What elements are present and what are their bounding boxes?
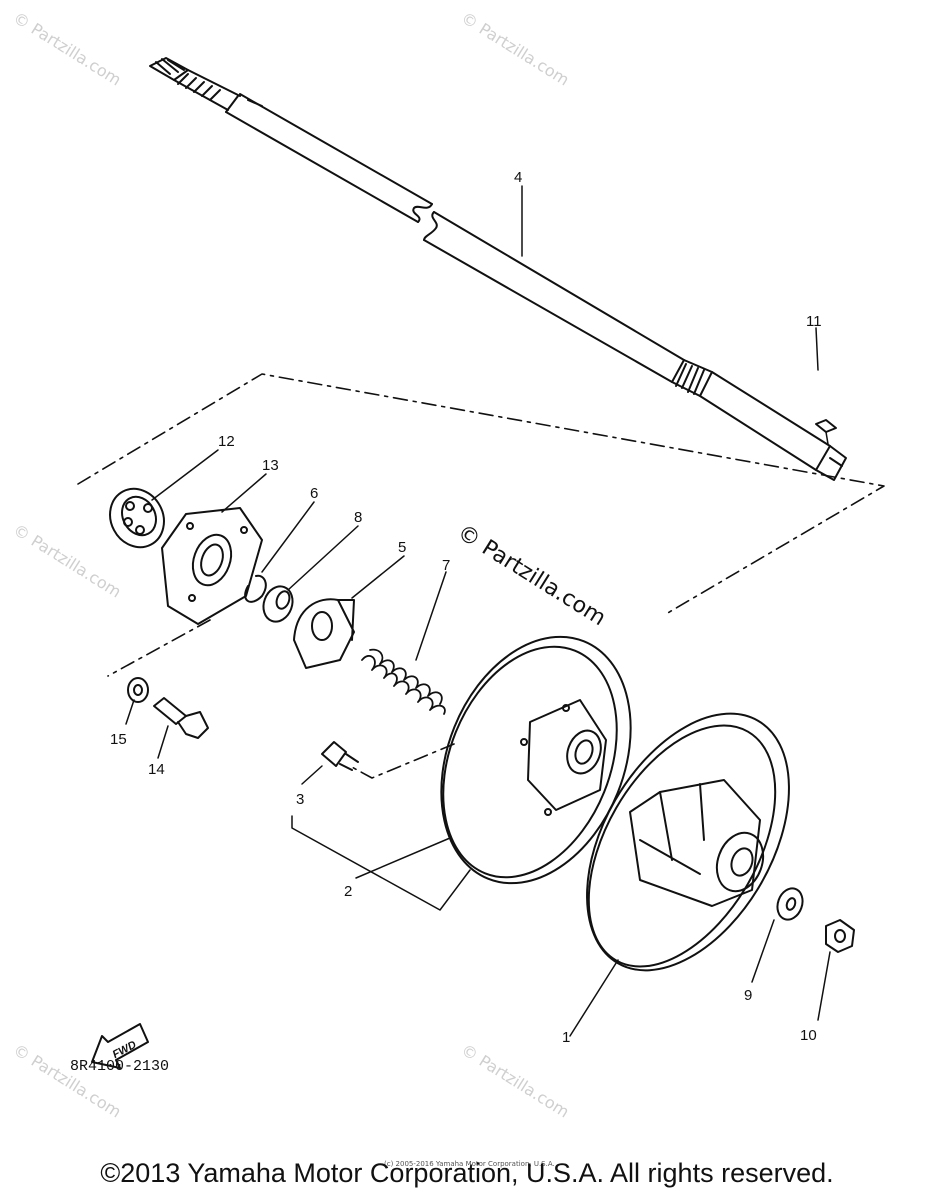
cam-part: [293, 598, 355, 669]
collar-part: [262, 585, 294, 623]
fwd-arrow-icon: [91, 1023, 149, 1069]
primary-assembly-part: [586, 712, 790, 972]
bearing-part: [109, 487, 165, 549]
label-part-1: 1: [562, 1029, 570, 1046]
shaft-part: [149, 57, 847, 481]
small-washer-part: [776, 887, 804, 921]
label-part-6: 6: [310, 485, 318, 502]
label-part-10: 10: [800, 1027, 817, 1044]
spring-part: [361, 648, 446, 715]
pin-part: [321, 741, 359, 771]
copyright-notice: ©2013 Yamaha Motor Corporation, U.S.A. A…: [100, 1158, 834, 1188]
label-part-7: 7: [442, 557, 450, 574]
label-part-11: 11: [806, 313, 822, 330]
label-part-9: 9: [744, 987, 752, 1004]
label-part-5: 5: [398, 539, 406, 556]
label-part-3: 3: [296, 791, 304, 808]
key-part: [815, 419, 837, 433]
plate-part: [161, 507, 263, 625]
label-part-2: 2: [344, 883, 352, 900]
label-part-12: 12: [218, 433, 235, 450]
circlip-part: [244, 574, 267, 603]
diagram-code: 8R4100-2130: [70, 1058, 170, 1075]
sheave-part: [440, 635, 632, 885]
label-part-4: 4: [514, 169, 522, 186]
nut-part: [825, 919, 855, 953]
label-part-14: 14: [148, 761, 165, 778]
label-part-15: 15: [110, 731, 127, 748]
small-copyright: (c) 2005-2016 Yamaha Motor Corporation, …: [384, 1160, 555, 1168]
label-part-8: 8: [354, 509, 362, 526]
label-part-13: 13: [262, 457, 279, 474]
washer-part: [127, 677, 149, 703]
bolt-part: [153, 697, 209, 739]
